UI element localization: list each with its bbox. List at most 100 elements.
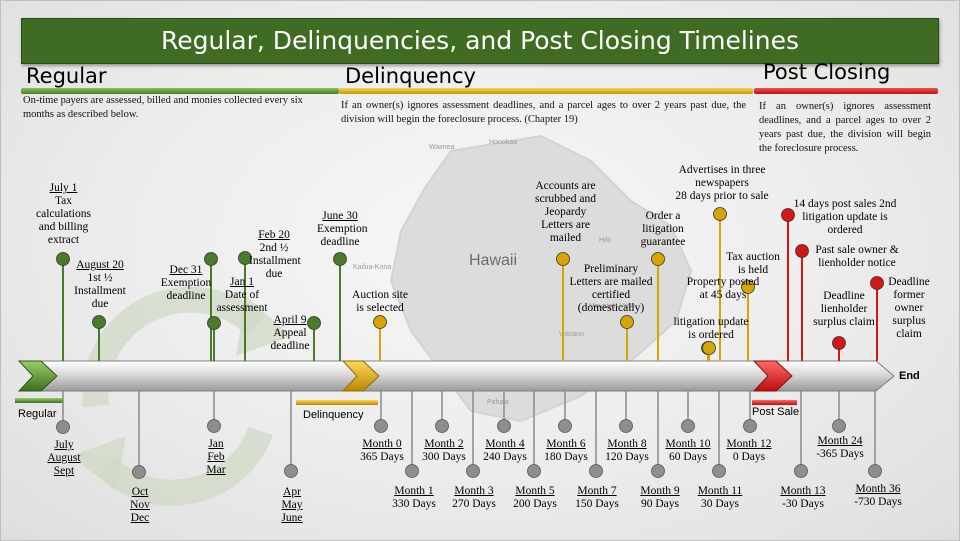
event-label-line: Feb 20 (258, 229, 290, 241)
event-label-line: and billing (38, 221, 89, 233)
phase-underline-delinquency (296, 400, 378, 405)
phase-label-regular: Regular (18, 408, 57, 420)
event-label-line: (domestically) (577, 302, 645, 314)
period-label: Month 24-365 Days (809, 435, 871, 461)
event-label-line: Deadline (888, 276, 930, 288)
section-bar-regular (21, 88, 339, 94)
event-marker-dot (56, 252, 70, 266)
period-marker-dot (466, 464, 480, 478)
event-label-line: April 9 (273, 314, 307, 326)
event-label-line: at 45 days (699, 289, 747, 301)
map-town: Honokaa (489, 139, 518, 146)
period-label-line: Month 11 (697, 485, 743, 497)
event-marker-dot (651, 252, 665, 266)
event-label-line: 1st ½ (87, 272, 113, 284)
event-label-line: surplus claim (813, 316, 875, 328)
event-label-line: mailed (549, 232, 582, 244)
period-marker-dot (589, 464, 603, 478)
event-label-line: deadline (270, 340, 310, 352)
period-marker-dot (527, 464, 541, 478)
period-label-line: 365 Days (360, 451, 404, 463)
event-marker-dot (238, 251, 252, 265)
island-map (389, 134, 693, 423)
period-label-line: Month 4 (485, 438, 525, 450)
map-label: Hawaii (469, 252, 518, 269)
event-label-line: Letters are mailed (569, 276, 653, 288)
event-label-line: Tax auction (726, 251, 780, 263)
event-label-line: Auction site (352, 289, 408, 301)
event-label-line: Exemption (317, 223, 368, 235)
event-marker-dot (870, 276, 884, 290)
event-label-line: former (893, 289, 925, 301)
section-description-delinquency: If an owner(s) ignores assessment deadli… (341, 100, 746, 125)
period-marker-dot (743, 419, 757, 433)
event-marker-dot (832, 336, 846, 350)
period-marker-dot (435, 419, 449, 433)
period-label-line: 120 Days (605, 451, 649, 463)
chevron-gold (341, 360, 380, 392)
period-marker-dot (651, 464, 665, 478)
period-label: Month 13-30 Days (773, 485, 833, 511)
event-label-line: is selected (356, 302, 404, 314)
event-label-line: Order a (645, 210, 681, 222)
period-label-line: 270 Days (452, 498, 496, 510)
map-town: Mountain View (589, 303, 635, 310)
event-label-line: Jan 1 (230, 276, 254, 288)
event-label-line: is ordered (688, 329, 734, 341)
event-label-line: deadline (166, 290, 206, 302)
event-label-line: Appeal (273, 327, 307, 339)
period-label-line: 30 Days (700, 498, 739, 510)
map-town: Pahala (487, 399, 509, 406)
title-banner: Regular, Delinquencies, and Post Closing… (21, 18, 939, 64)
period-label-line: Month 1 (394, 485, 434, 497)
event-marker-dot (795, 244, 809, 258)
event-label-line: Past sale owner & (815, 244, 899, 256)
event-marker-dot (713, 207, 727, 221)
period-label-line: 330 Days (392, 498, 436, 510)
period-label-line: Nov (130, 499, 150, 511)
event-label-line: certified (591, 289, 631, 301)
event-label-line: lienholder (820, 303, 868, 315)
period-label-line: Apr (283, 486, 301, 498)
period-marker-dot (405, 464, 419, 478)
map-town: Volcano (559, 331, 584, 338)
period-label-line: May (281, 499, 303, 511)
event-label-line: deadline (320, 236, 360, 248)
event-label-line: 14 days post sales 2nd (793, 198, 897, 210)
period-label-line: August (47, 452, 81, 464)
section-description-post-closing: If an owner(s) ignores assessment deadli… (759, 101, 931, 154)
event-label-line: 2nd ½ (259, 242, 289, 254)
period-label-line: Month 10 (665, 438, 711, 450)
event-label-line: newspapers (695, 177, 749, 189)
event-label-line: Advertises in three (678, 164, 766, 176)
event-label-line: scrubbed and (535, 193, 596, 205)
event-label-line: June 30 (322, 210, 358, 222)
event-label: Past sale owner &lienholder notice (809, 244, 905, 270)
end-label: End (899, 370, 920, 382)
event-label-line: Letters are (541, 219, 590, 231)
recycle-arrows-graphic (71, 286, 291, 506)
period-label-line: Month 8 (607, 438, 647, 450)
period-marker-dot (558, 419, 572, 433)
event-label-line: owner (894, 302, 924, 314)
event-label-line: is held (737, 264, 769, 276)
chevron-red (752, 360, 793, 392)
event-label-line: July 1 (49, 182, 78, 194)
period-label-line: Feb (207, 451, 225, 463)
event-label-line: Accounts are (535, 180, 596, 192)
period-label-line: Mar (206, 464, 226, 476)
event-label-line: ordered (827, 224, 863, 236)
